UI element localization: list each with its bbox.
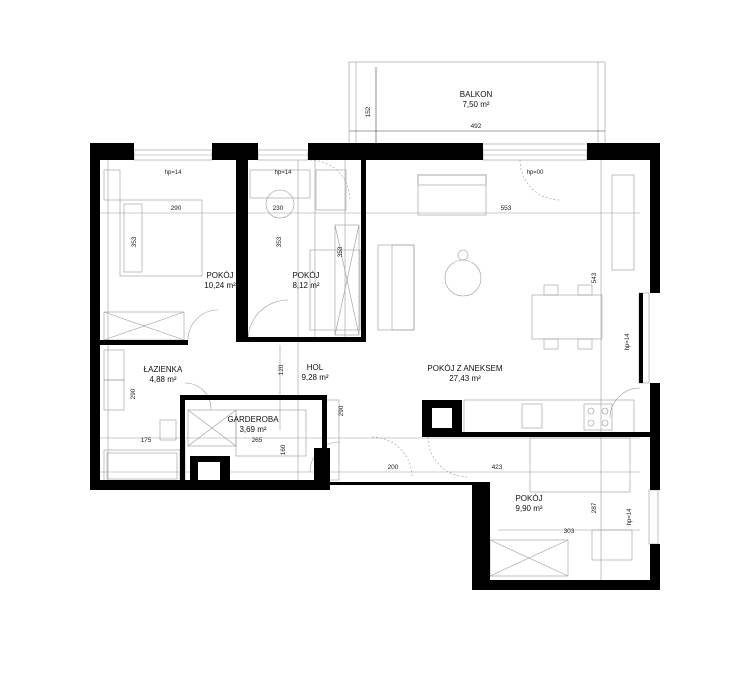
wall-interior (322, 395, 327, 480)
dimension-label: 423 (492, 464, 503, 471)
wall-outer (650, 383, 660, 490)
dimension-labels: 152 492 290 230 553 353 353 353 543 290 … (130, 106, 598, 535)
dimension-label: 152 (365, 106, 372, 117)
wall-outer (587, 143, 660, 160)
dimension-label: 160 (280, 444, 287, 455)
wall-interior (236, 337, 366, 342)
window-right-2 (648, 489, 659, 545)
room-name-lazienka: ŁAZIENKA (144, 365, 183, 374)
chimney-flue (432, 408, 452, 428)
dimension-label: 353 (131, 236, 138, 247)
wall-interior (314, 448, 330, 484)
room-area-pokoj-1: 10,24 m² (204, 281, 236, 290)
wall-outer (650, 143, 660, 293)
room-area-balkon: 7,50 m² (462, 100, 489, 109)
room-area-garderoba: 3,69 m² (239, 425, 266, 434)
window-height-labels: hp=14 hp=14 hp=00 hp=14 hp=14 (165, 170, 633, 525)
dimension-label: 303 (564, 528, 575, 535)
wall-interior (462, 432, 650, 437)
room-name-hol: HOL (307, 363, 324, 372)
room-name-pokoj-2: POKÓJ (292, 271, 319, 280)
wall-interior (180, 395, 185, 480)
dimension-label: 230 (273, 205, 284, 212)
dimension-label: 543 (591, 272, 598, 283)
wall-outer (472, 482, 490, 590)
wall-interior (100, 340, 188, 345)
dimension-label: 120 (278, 364, 285, 375)
wall-outer (90, 143, 134, 160)
room-area-pokoj-z-aneksem: 27,43 m² (449, 374, 481, 383)
shaft-opening (198, 462, 220, 480)
wall-interior (361, 160, 366, 340)
dimension-label: 200 (388, 464, 399, 471)
room-area-pokoj-2: 8,12 m² (292, 281, 319, 290)
dimension-label: 353 (276, 236, 283, 247)
wall-outer (212, 143, 258, 160)
plan-line-work (100, 61, 659, 580)
dimension-label: 287 (591, 502, 598, 513)
wall-interior (236, 160, 248, 340)
window-height-label: hp=14 (625, 333, 631, 351)
room-name-garderoba: GARDEROBA (227, 415, 279, 424)
room-name-pokoj-z-aneksem: POKÓJ Z ANEKSEM (427, 364, 502, 373)
room-area-hol: 9,28 m² (301, 373, 328, 382)
wall-interior (180, 395, 326, 400)
dimension-label: 290 (338, 405, 345, 416)
window-height-label: hp=00 (527, 170, 545, 176)
room-area-pokoj-3: 9,90 m² (515, 504, 542, 513)
window-height-label: hp=14 (627, 508, 633, 526)
wall-outer (330, 482, 474, 485)
room-labels: BALKON 7,50 m² POKÓJ 10,24 m² POKÓJ 8,12… (144, 90, 543, 513)
room-name-pokoj-1: POKÓJ (206, 271, 233, 280)
dimension-label: 175 (141, 437, 152, 444)
dimension-label: 492 (471, 123, 482, 130)
wall-outer (639, 293, 643, 383)
dimension-label: 290 (130, 388, 137, 399)
dimension-label: 353 (337, 246, 344, 257)
window-height-label: hp=14 (275, 170, 293, 176)
room-name-balkon: BALKON (460, 90, 493, 99)
room-name-pokoj-3: POKÓJ (515, 494, 542, 503)
dimension-label: 265 (252, 437, 263, 444)
wall-outer (650, 544, 660, 590)
dimension-label: 290 (171, 205, 182, 212)
room-area-lazienka: 4,88 m² (149, 375, 176, 384)
wall-outer (90, 143, 100, 490)
wall-outer (472, 580, 660, 590)
window-height-label: hp=14 (165, 170, 183, 176)
wall-outer (308, 143, 483, 160)
dimension-label: 553 (501, 205, 512, 212)
walls (90, 143, 660, 590)
